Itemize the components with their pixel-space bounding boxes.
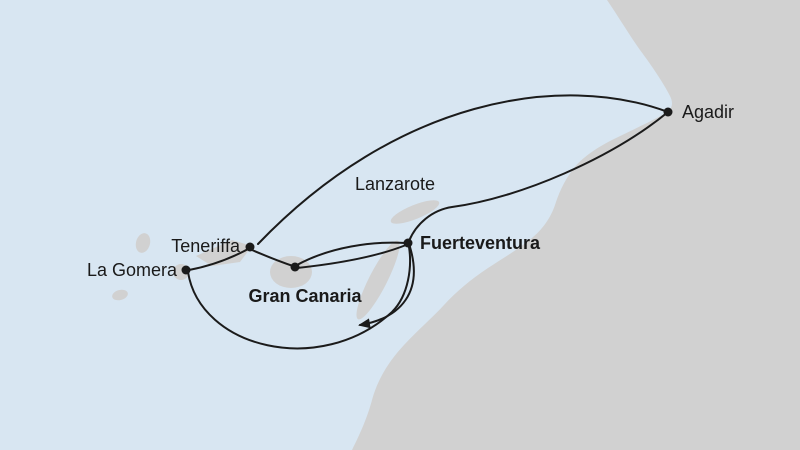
port-label-fuerteventura: Fuerteventura	[420, 233, 541, 253]
port-dot-teneriffa	[245, 242, 255, 252]
route-leg-agadir-lanzarote-fuerteventura	[408, 111, 669, 242]
port-label-gran-canaria: Gran Canaria	[248, 286, 362, 306]
port-label-la-gomera: La Gomera	[87, 260, 178, 280]
port-label-lanzarote: Lanzarote	[355, 174, 435, 194]
island-lanzarote	[390, 200, 440, 224]
route-leg-teneriffa-gran-canaria	[251, 249, 294, 267]
port-label-agadir: Agadir	[682, 102, 734, 122]
island-la-palma	[135, 233, 151, 253]
island-teneriffa	[196, 240, 252, 266]
port-dot-la-gomera	[181, 265, 191, 275]
route-lines	[187, 94, 669, 350]
route-leg-gran-canaria-fuerteventura-lower	[296, 244, 407, 269]
port-dot-agadir	[663, 107, 673, 117]
landmass-africa	[352, 0, 800, 450]
route-leg-la-gomera-loop-fuerteventura	[187, 246, 412, 350]
island-el-hierro	[112, 289, 128, 301]
port-label-teneriffa: Teneriffa	[171, 236, 241, 256]
port-dot-gran-canaria	[290, 262, 300, 272]
port-dot-fuerteventura	[403, 238, 413, 248]
route-leg-gran-canaria-fuerteventura-upper	[296, 241, 407, 266]
route-leg-agadir-teneriffa	[257, 94, 669, 245]
island-fuerteventura	[356, 240, 400, 320]
island-gran-canaria	[270, 256, 312, 288]
route-leg-teneriffa-la-gomera	[188, 247, 251, 271]
route-leg-with-direction-arrow	[358, 246, 415, 329]
